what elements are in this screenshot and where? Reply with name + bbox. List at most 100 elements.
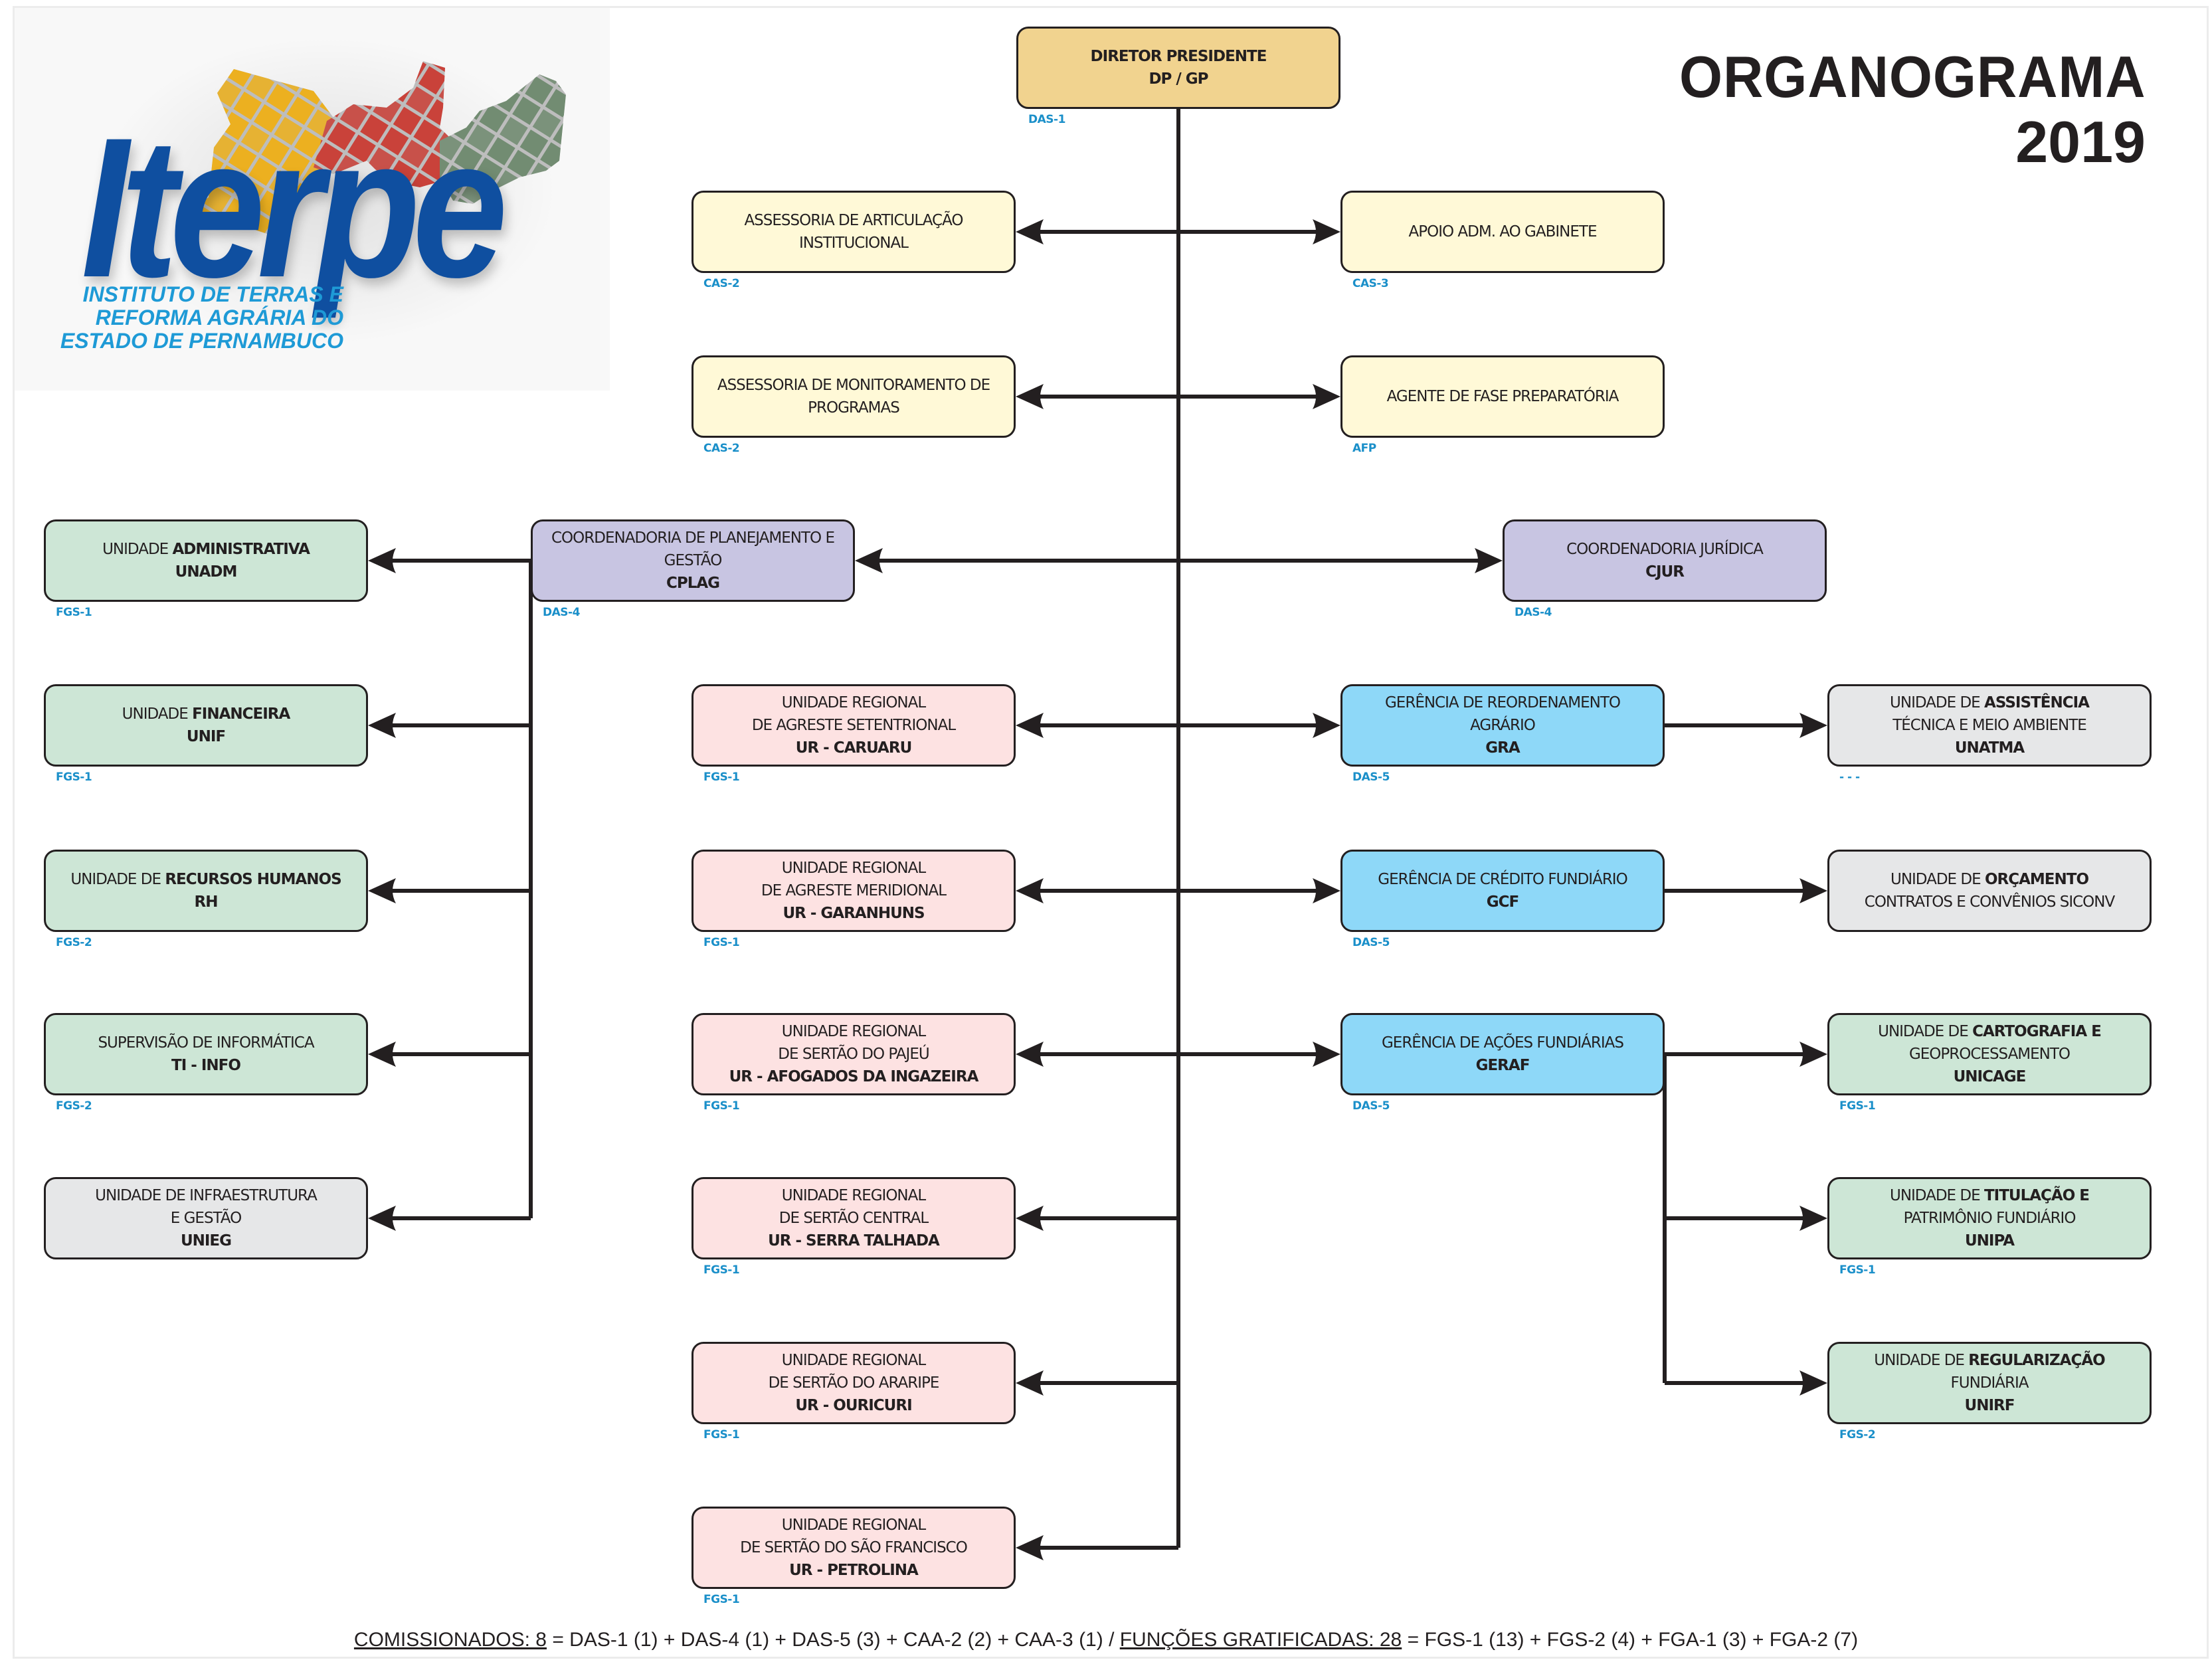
grade-code-cplag: DAS-4 xyxy=(543,606,580,619)
grade-code-gcf: DAS-5 xyxy=(1352,936,1390,949)
label-text: UNIDADE REGIONAL xyxy=(781,1517,926,1534)
label-text: AGRÁRIO xyxy=(1470,717,1536,734)
grade-code-amp: CAS-2 xyxy=(703,442,740,455)
label-text: UNIDADE DE xyxy=(70,871,165,888)
org-box-label: GERÊNCIA DE CRÉDITO FUNDIÁRIO xyxy=(1378,868,1627,891)
label-text: DE SERTÃO CENTRAL xyxy=(779,1210,929,1227)
grade-code-ur-petrolina: FGS-1 xyxy=(703,1593,740,1606)
label-text: UNIDADE REGIONAL xyxy=(781,1023,926,1040)
org-box-acronym: UNIF xyxy=(186,728,226,745)
grade-code-unipa: FGS-1 xyxy=(1839,1263,1876,1277)
arrowhead-icon xyxy=(1313,384,1340,409)
org-box-acronym: UNIRF xyxy=(1964,1397,2015,1414)
label-emphasis: RECURSOS HUMANOS xyxy=(165,871,341,888)
arrowhead-icon xyxy=(1475,548,1503,573)
org-box-acronym: GRA xyxy=(1485,739,1520,757)
grade-code-ur-caruaru: FGS-1 xyxy=(703,771,740,784)
label-text: UNIDADE DE INFRAESTRUTURA xyxy=(95,1187,318,1204)
label-text: COORDENADORIA JURÍDICA xyxy=(1566,541,1764,558)
gratificadas-label: FUNÇÕES GRATIFICADAS: 28 xyxy=(1119,1629,1402,1651)
label-text: GERÊNCIA DE REORDENAMENTO xyxy=(1384,694,1621,711)
grade-code-cjur: DAS-4 xyxy=(1515,606,1552,619)
grade-code-unif: FGS-1 xyxy=(56,771,92,784)
org-box-label: DE SERTÃO DO PAJEÚ xyxy=(778,1043,929,1065)
org-box-label: UNIDADE DE TITULAÇÃO E xyxy=(1890,1184,2090,1207)
logo-subtitle-line: ESTADO DE PERNAMBUCO xyxy=(60,329,343,353)
arrowhead-icon xyxy=(1799,878,1827,903)
page-frame xyxy=(13,6,2209,1659)
org-box-acronym: GCF xyxy=(1486,893,1519,911)
org-box-gcf[interactable]: GERÊNCIA DE CRÉDITO FUNDIÁRIO GCF xyxy=(1340,850,1665,932)
org-box-label: UNIDADE REGIONAL xyxy=(781,692,926,714)
org-box-afp[interactable]: AGENTE DE FASE PREPARATÓRIA xyxy=(1340,355,1665,438)
logo-subtitle-line: INSTITUTO DE TERRAS E xyxy=(82,282,343,306)
label-text: GESTÃO xyxy=(664,552,723,569)
label-emphasis: ASSISTÊNCIA xyxy=(1984,694,2090,711)
arrowhead-icon xyxy=(1016,1370,1044,1396)
label-text: TÉCNICA E MEIO AMBIENTE xyxy=(1892,717,2087,734)
gratificadas-detail: = FGS-1 (13) + FGS-2 (4) + FGA-1 (3) + F… xyxy=(1402,1629,1859,1651)
label-text: CONTRATOS E CONVÊNIOS SICONV xyxy=(1864,893,2115,911)
grade-code-rh: FGS-2 xyxy=(56,936,92,949)
arrowhead-icon xyxy=(368,713,396,738)
org-box-label: UNIDADE DE RECURSOS HUMANOS xyxy=(70,868,341,891)
chart-title: ORGANOGRAMA 2019 xyxy=(1655,46,2146,173)
arrowhead-icon xyxy=(368,548,396,573)
label-text: DE SERTÃO DO PAJEÚ xyxy=(778,1046,929,1063)
org-box-label: FUNDIÁRIA xyxy=(1951,1372,2029,1394)
org-box-label: PATRIMÔNIO FUNDIÁRIO xyxy=(1904,1207,2076,1230)
org-box-acronym: UR - OURICURI xyxy=(795,1397,912,1414)
comissionados-detail: = DAS-1 (1) + DAS-4 (1) + DAS-5 (3) + CA… xyxy=(546,1629,1120,1651)
org-box-aag[interactable]: APOIO ADM. AO GABINETE xyxy=(1340,191,1665,273)
label-text: UNIDADE REGIONAL xyxy=(781,1187,926,1204)
label-emphasis: TITULAÇÃO E xyxy=(1983,1187,2090,1204)
arrowhead-icon xyxy=(1799,1206,1827,1231)
arrowhead-icon xyxy=(368,1206,396,1231)
grade-code-afp: AFP xyxy=(1352,442,1376,455)
label-text: UNIDADE REGIONAL xyxy=(781,1352,926,1369)
arrowhead-icon xyxy=(1799,713,1827,738)
org-box-label: DE SERTÃO CENTRAL xyxy=(779,1207,929,1230)
org-box-label: ASSESSORIA DE MONITORAMENTO DE xyxy=(717,374,990,397)
grade-code-aai: CAS-2 xyxy=(703,277,740,290)
org-box-acronym: GERAF xyxy=(1475,1057,1530,1074)
label-text: GERÊNCIA DE CRÉDITO FUNDIÁRIO xyxy=(1378,871,1627,888)
org-box-acronym: UR - GARANHUNS xyxy=(783,905,925,922)
org-box-label: UNIDADE DE REGULARIZAÇÃO xyxy=(1874,1349,2105,1372)
org-box-label: UNIDADE REGIONAL xyxy=(781,1184,926,1207)
arrowhead-icon xyxy=(1016,219,1044,244)
org-box-label: UNIDADE REGIONAL xyxy=(782,857,926,879)
grade-code-unatma: - - - xyxy=(1839,771,1860,784)
org-box-label: UNIDADE REGIONAL xyxy=(781,1020,926,1043)
grade-code-gra: DAS-5 xyxy=(1352,771,1390,784)
label-text: UNIDADE REGIONAL xyxy=(781,694,926,711)
grade-code-geraf: DAS-5 xyxy=(1352,1099,1390,1113)
org-box-gra[interactable]: GERÊNCIA DE REORDENAMENTO AGRÁRIO GRA xyxy=(1340,684,1665,767)
label-text: ASSESSORIA DE ARTICULAÇÃO xyxy=(744,212,963,229)
org-box-label: DIRETOR PRESIDENTE xyxy=(1091,45,1267,68)
arrowhead-icon xyxy=(368,878,396,903)
